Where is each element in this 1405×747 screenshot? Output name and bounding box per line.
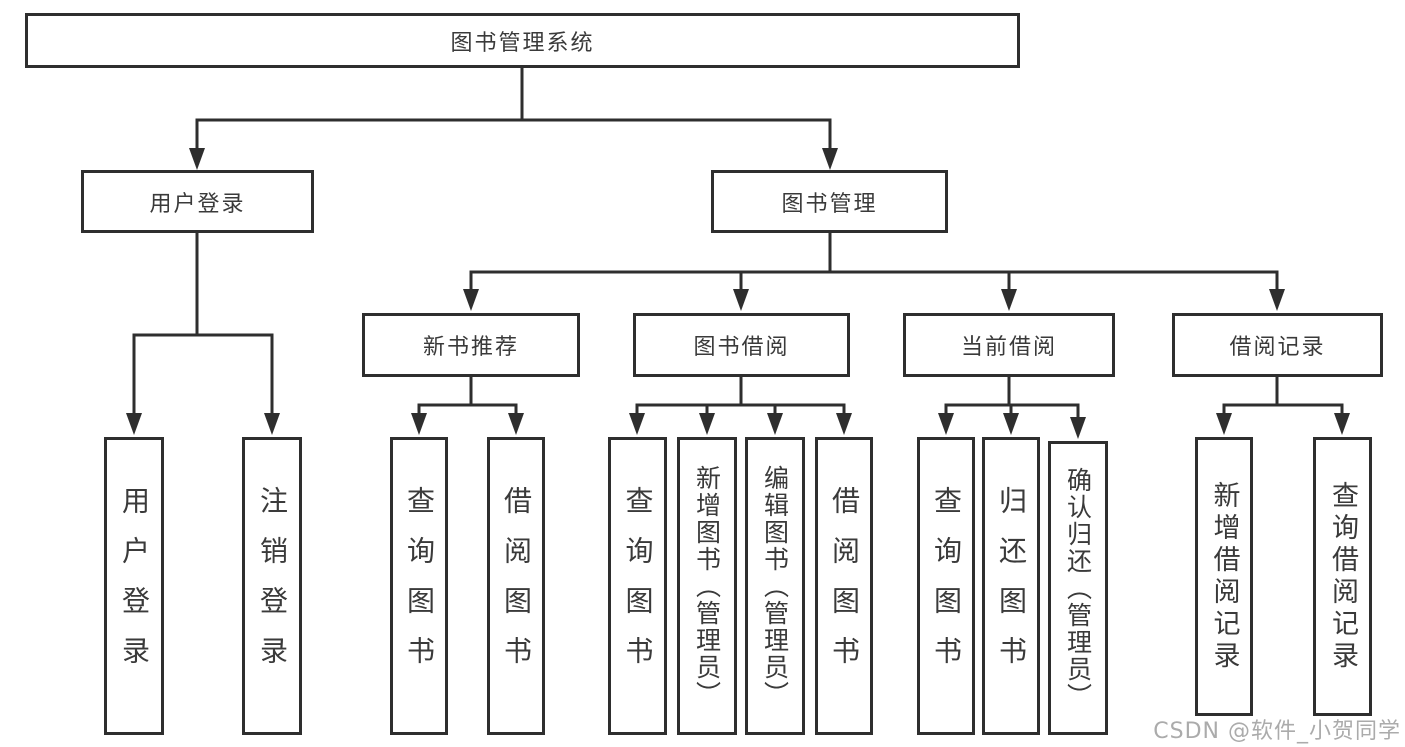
leaf-user-login: 用户登录	[104, 437, 164, 735]
leaf-br-add-record-label: 新增借阅记录	[1208, 480, 1240, 673]
leaf-cb-query-books: 查询图书	[917, 437, 975, 735]
arrowheads	[126, 148, 1350, 439]
leaf-nbr-query-books-label: 查询图书	[403, 486, 436, 686]
leaf-logout: 注销登录	[242, 437, 302, 735]
leaf-br-query-record-label: 查询借阅记录	[1327, 480, 1358, 673]
node-new-book-recommend: 新书推荐	[362, 313, 580, 377]
leaf-bb-borrow-books: 借阅图书	[815, 437, 873, 735]
leaf-cb-return-books: 归还图书	[982, 437, 1040, 735]
leaf-bb-edit-books-admin: 编辑图书（管理员）	[745, 437, 805, 735]
leaf-cb-confirm-return-admin: 确认归还（管理员）	[1048, 441, 1108, 735]
leaf-bb-query-books: 查询图书	[608, 437, 667, 735]
leaf-cb-confirm-return-admin-label: 确认归还（管理员）	[1063, 466, 1093, 710]
leaf-bb-query-books-label: 查询图书	[621, 486, 655, 686]
leaf-nbr-borrow-books: 借阅图书	[487, 437, 545, 735]
leaf-bb-edit-books-admin-label: 编辑图书（管理员）	[760, 464, 790, 708]
node-borrowing-records: 借阅记录	[1172, 313, 1383, 377]
node-user-login-label: 用户登录	[149, 191, 246, 217]
leaf-br-query-record: 查询借阅记录	[1313, 437, 1372, 716]
node-current-borrowing: 当前借阅	[903, 313, 1115, 377]
leaf-nbr-borrow-books-label: 借阅图书	[500, 486, 533, 686]
node-borrowing-records-label: 借阅记录	[1229, 335, 1326, 360]
leaf-logout-label: 注销登录	[256, 486, 289, 686]
leaf-bb-add-books-admin-label: 新增图书（管理员）	[692, 464, 722, 708]
node-current-borrowing-label: 当前借阅	[960, 335, 1057, 360]
leaf-bb-borrow-books-label: 借阅图书	[828, 486, 861, 686]
node-book-borrowing-label: 图书借阅	[693, 335, 790, 360]
csdn-watermark: CSDN @软件_小贺同学	[1153, 719, 1401, 744]
leaf-cb-return-books-label: 归还图书	[995, 486, 1028, 686]
leaf-nbr-query-books: 查询图书	[390, 437, 448, 735]
node-root: 图书管理系统	[25, 13, 1020, 68]
node-book-borrowing: 图书借阅	[633, 313, 850, 377]
connector-lines	[132, 68, 1344, 422]
node-new-book-recommend-label: 新书推荐	[422, 335, 519, 360]
node-user-login: 用户登录	[81, 170, 314, 233]
node-book-management: 图书管理	[711, 170, 948, 233]
node-book-management-label: 图书管理	[781, 191, 878, 217]
node-root-label: 图书管理系统	[450, 30, 595, 56]
leaf-br-add-record: 新增借阅记录	[1195, 437, 1253, 716]
leaf-user-login-label: 用户登录	[118, 486, 151, 686]
leaf-bb-add-books-admin: 新增图书（管理员）	[677, 437, 737, 735]
leaf-cb-query-books-label: 查询图书	[930, 486, 963, 686]
